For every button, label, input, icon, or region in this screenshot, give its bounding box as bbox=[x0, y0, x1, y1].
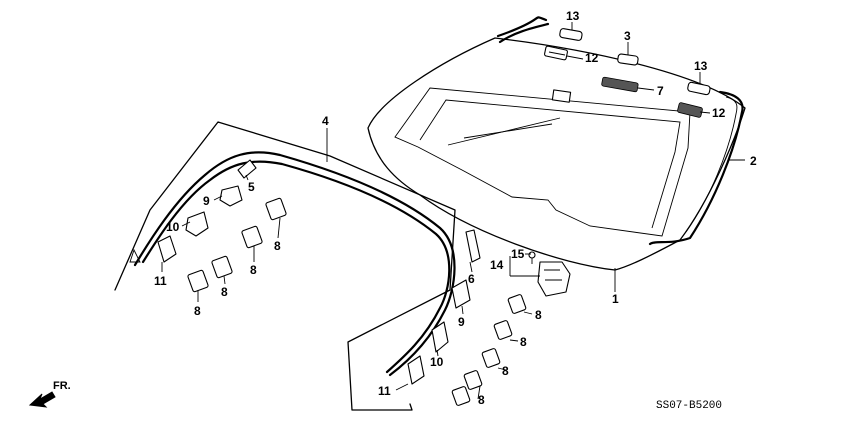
callout-14: 14 bbox=[490, 258, 504, 272]
fastener-9-left bbox=[219, 185, 243, 207]
upper-molding bbox=[496, 16, 744, 246]
spacer-13-right bbox=[687, 81, 711, 96]
callout-13-right: 13 bbox=[694, 59, 708, 73]
front-label: FR. bbox=[53, 380, 71, 392]
callout-8-a: 8 bbox=[274, 239, 281, 253]
callout-2: 2 bbox=[750, 154, 757, 168]
callout-8-h: 8 bbox=[478, 393, 485, 407]
callout-11-left: 11 bbox=[154, 274, 167, 288]
fastener-11-left bbox=[157, 235, 177, 263]
side-molding bbox=[114, 121, 456, 411]
callout-5: 5 bbox=[248, 180, 255, 194]
callout-9-right: 9 bbox=[458, 315, 465, 329]
leader-lines bbox=[161, 22, 745, 400]
front-arrow-icon bbox=[28, 391, 56, 408]
callout-12-left: 12 bbox=[585, 51, 599, 65]
fastener-10-left bbox=[185, 211, 209, 237]
callout-4: 4 bbox=[322, 114, 329, 128]
clip-3 bbox=[617, 53, 639, 66]
clip-8-right-group bbox=[451, 294, 527, 406]
fastener-10-right bbox=[431, 321, 449, 353]
fastener-5 bbox=[237, 159, 257, 179]
diagram-ref-code: SS07-B5200 bbox=[656, 400, 722, 412]
callout-10-right: 10 bbox=[430, 355, 444, 369]
front-direction-indicator: FR. bbox=[28, 380, 71, 408]
sensor-bracket-7 bbox=[601, 76, 639, 93]
callout-8-d: 8 bbox=[194, 304, 201, 318]
callout-11-right: 11 bbox=[378, 384, 391, 398]
callout-10-left: 10 bbox=[166, 220, 180, 234]
sensor-window-mark bbox=[551, 89, 572, 103]
callout-1: 1 bbox=[612, 292, 619, 306]
callout-8-b: 8 bbox=[250, 263, 257, 277]
windshield-glass bbox=[367, 37, 746, 271]
fastener-9-right bbox=[451, 279, 471, 309]
callout-15: 15 bbox=[511, 247, 525, 261]
callout-labels: 13 12 3 7 13 12 2 1 4 5 6 9 10 11 9 10 1… bbox=[154, 9, 757, 407]
fastener-11-right bbox=[407, 355, 425, 385]
callout-8-c: 8 bbox=[221, 285, 228, 299]
screw-15 bbox=[528, 251, 536, 264]
spacer-13-left bbox=[559, 28, 583, 41]
spacer-12-right bbox=[677, 102, 703, 118]
callout-3: 3 bbox=[624, 29, 631, 43]
fastener-6 bbox=[465, 229, 481, 263]
callout-13-left: 13 bbox=[566, 9, 580, 23]
clip-8-left-group bbox=[187, 197, 287, 293]
callout-8-g: 8 bbox=[502, 364, 509, 378]
spacer-12-left bbox=[544, 45, 568, 61]
callout-12-right: 12 bbox=[712, 106, 726, 120]
mirror-base bbox=[537, 261, 571, 297]
callout-8-f: 8 bbox=[520, 335, 527, 349]
callout-8-e: 8 bbox=[535, 308, 542, 322]
callout-6: 6 bbox=[468, 272, 475, 286]
callout-7: 7 bbox=[657, 84, 664, 98]
callout-9-left: 9 bbox=[203, 194, 210, 208]
